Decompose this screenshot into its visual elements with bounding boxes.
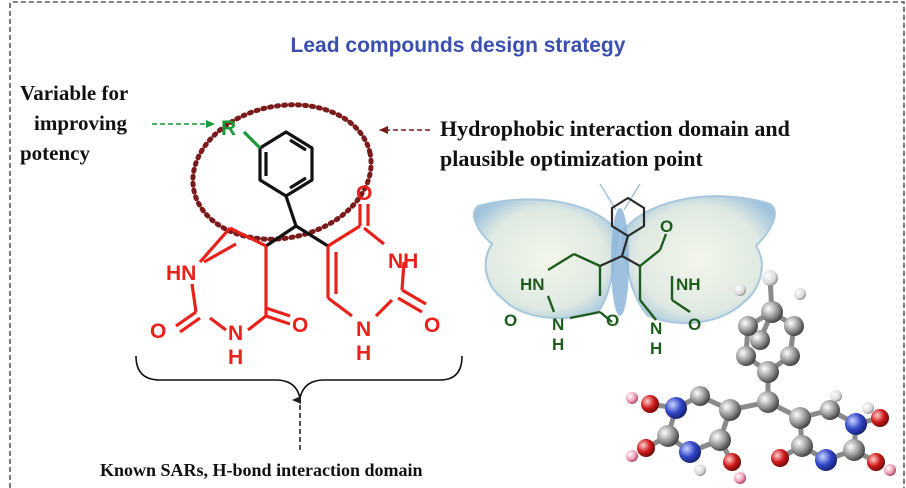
phenyl-ring: [242, 130, 314, 227]
hydrophobic-domain-circle: [190, 102, 374, 242]
right-n-label: N: [356, 318, 371, 341]
diagram-title: Lead compounds design strategy: [291, 34, 626, 57]
butterfly-illustration: HN O N H O O NH O N H: [473, 183, 776, 358]
hydrophobic-label-line2: plausible optimization point: [440, 146, 704, 171]
ball-and-stick-3d-model: [626, 270, 896, 484]
right-uracil: [326, 204, 427, 318]
sar-label: Known SARs, H-bond interaction domain: [100, 460, 423, 480]
left-n-label: N: [228, 322, 243, 345]
butterfly-right-o-top: O: [660, 217, 673, 236]
variable-label-line1: Variable for: [20, 81, 128, 105]
r-group-label: R: [221, 117, 236, 140]
right-h-label: H: [356, 342, 371, 365]
variable-label-line3: potency: [20, 141, 90, 165]
right-o-bottom-right: O: [424, 314, 440, 337]
butterfly-left-o1: O: [504, 311, 517, 330]
butterfly-left-h: H: [552, 335, 564, 354]
left-hn-label: HN: [166, 262, 196, 285]
butterfly-right-nh: NH: [676, 275, 701, 294]
butterfly-left-o2: O: [606, 311, 619, 330]
left-h-label: H: [228, 346, 243, 369]
left-o-bottom-left: O: [150, 320, 166, 343]
left-uracil: [175, 226, 291, 334]
butterfly-right-n: N: [650, 319, 662, 338]
hydrophobic-label-line1: Hydrophobic interaction domain and: [440, 116, 790, 141]
central-methine: [265, 224, 329, 248]
butterfly-left-hn: HN: [520, 275, 545, 294]
butterfly-right-o: O: [688, 315, 701, 334]
h-bond-brace: [135, 355, 463, 399]
butterfly-left-n: N: [552, 315, 564, 334]
left-o-bottom-right: O: [292, 314, 308, 337]
variable-label-line2: improving: [34, 111, 127, 135]
right-o-top: O: [356, 182, 372, 205]
right-nh-label: NH: [388, 250, 418, 273]
dashed-frame: [9, 1, 905, 488]
butterfly-right-h: H: [650, 339, 662, 358]
